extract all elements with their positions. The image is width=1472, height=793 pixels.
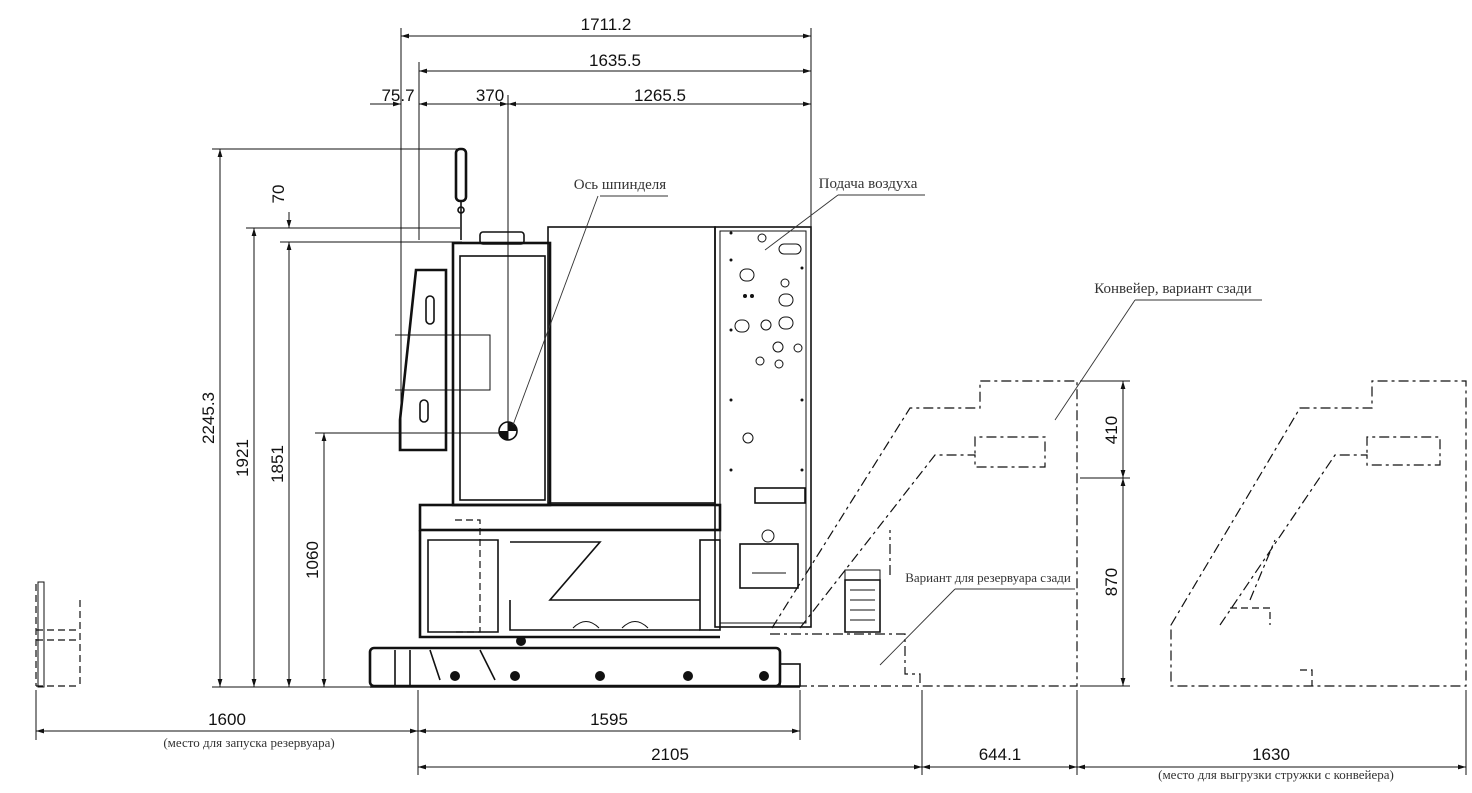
machine-body — [368, 104, 812, 688]
dim-1921: 1921 — [233, 439, 252, 477]
dim-1600: 1600 — [208, 710, 246, 729]
tank-space-note: (место для запуска резервуара) — [163, 735, 334, 750]
rear-tank-variant — [770, 569, 921, 687]
dim-70: 70 — [269, 185, 288, 204]
dim-75-7: 75.7 — [381, 86, 414, 105]
dim-644-1: 644.1 — [979, 745, 1022, 764]
dim-2245-3: 2245.3 — [199, 392, 218, 444]
dim-2105: 2105 — [651, 745, 689, 764]
dim-1851: 1851 — [268, 445, 287, 483]
tank-launch-outline — [35, 581, 81, 688]
dim-1595: 1595 — [590, 710, 628, 729]
tank-rear-variant-label: Вариант для резервуара сзади — [905, 570, 1071, 585]
dim-1630: 1630 — [1252, 745, 1290, 764]
callouts: Ось шпинделя Подача воздуха Конвейер, ва… — [512, 176, 1262, 666]
operator-panel — [398, 268, 448, 452]
dim-870: 870 — [1102, 568, 1121, 596]
dim-1711-2: 1711.2 — [581, 15, 632, 34]
dim-1060: 1060 — [303, 541, 322, 579]
cabinet-holes — [729, 231, 804, 472]
conveyor-rear-2 — [1170, 380, 1467, 687]
air-supply-label: Подача воздуха — [819, 176, 918, 192]
signal-lamp — [454, 147, 468, 203]
top-dimensions: 1711.2 1635.5 75.7 370 1265.5 — [370, 15, 812, 450]
conveyor-unload-note: (место для выгрузки стружки с конвейера) — [1158, 767, 1394, 782]
left-dimensions: 2245.3 1921 1851 1060 70 — [199, 148, 505, 688]
dim-1265-5: 1265.5 — [634, 86, 686, 105]
conveyor-rear-label: Конвейер, вариант сзади — [1094, 281, 1251, 297]
column-frame — [451, 241, 552, 507]
conveyor-rear-1 — [771, 380, 1078, 687]
dim-410: 410 — [1102, 416, 1121, 444]
dim-1635-5: 1635.5 — [589, 51, 641, 70]
spindle-axis-label: Ось шпинделя — [574, 177, 666, 193]
bottom-dimensions: 1600 (место для запуска резервуара) 1595… — [35, 690, 1467, 782]
conveyor-dimensions: 410 870 — [1080, 380, 1130, 687]
electric-cabinet — [714, 226, 812, 628]
main-cabinet — [547, 226, 716, 504]
dim-370: 370 — [476, 86, 504, 105]
